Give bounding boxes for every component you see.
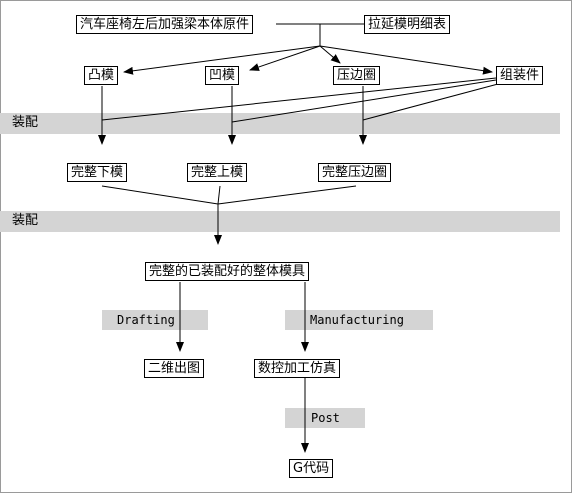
node-assembled-die: 完整的已装配好的整体模具	[145, 262, 310, 281]
drafting-band	[102, 310, 208, 330]
manufacturing-label: Manufacturing	[310, 313, 404, 327]
upper-to-merge	[217, 185, 221, 205]
manufacturing-band	[285, 310, 433, 330]
node-punch: 凸模	[84, 66, 119, 85]
node-complete-holder: 完整压边圈	[318, 163, 392, 182]
arrow-to-punch	[123, 45, 321, 75]
node-complete-upper: 完整上模	[187, 163, 248, 182]
node-die: 凹模	[205, 66, 240, 85]
drafting-label: Drafting	[117, 313, 175, 327]
lower-to-merge	[101, 185, 219, 205]
arrow-to-die	[249, 45, 321, 71]
node-source-part: 汽车座椅左后加强梁本体原件	[76, 15, 254, 34]
node-gcode: G代码	[289, 459, 334, 478]
components-to-holder	[362, 83, 499, 121]
node-cnc-sim: 数控加工仿真	[254, 359, 341, 378]
assembly-band-1	[0, 113, 560, 134]
assembly-band-2	[0, 211, 560, 232]
node-complete-lower: 完整下模	[67, 163, 128, 182]
node-blank-holder: 压边圈	[333, 66, 381, 85]
arrow-to-components	[319, 45, 493, 75]
assembly-band-2-label: 装配	[12, 213, 39, 228]
node-drawing-2d: 二维出图	[144, 359, 205, 378]
components-to-lower	[101, 77, 497, 121]
node-stretch-table: 拉延模明细表	[364, 15, 451, 34]
node-components: 组装件	[496, 66, 544, 85]
holder-to-merge	[217, 185, 357, 205]
components-to-upper	[231, 79, 497, 123]
assembly-band-1-label: 装配	[12, 115, 39, 130]
post-label: Post	[311, 411, 340, 425]
arrow-to-holder	[319, 45, 341, 64]
